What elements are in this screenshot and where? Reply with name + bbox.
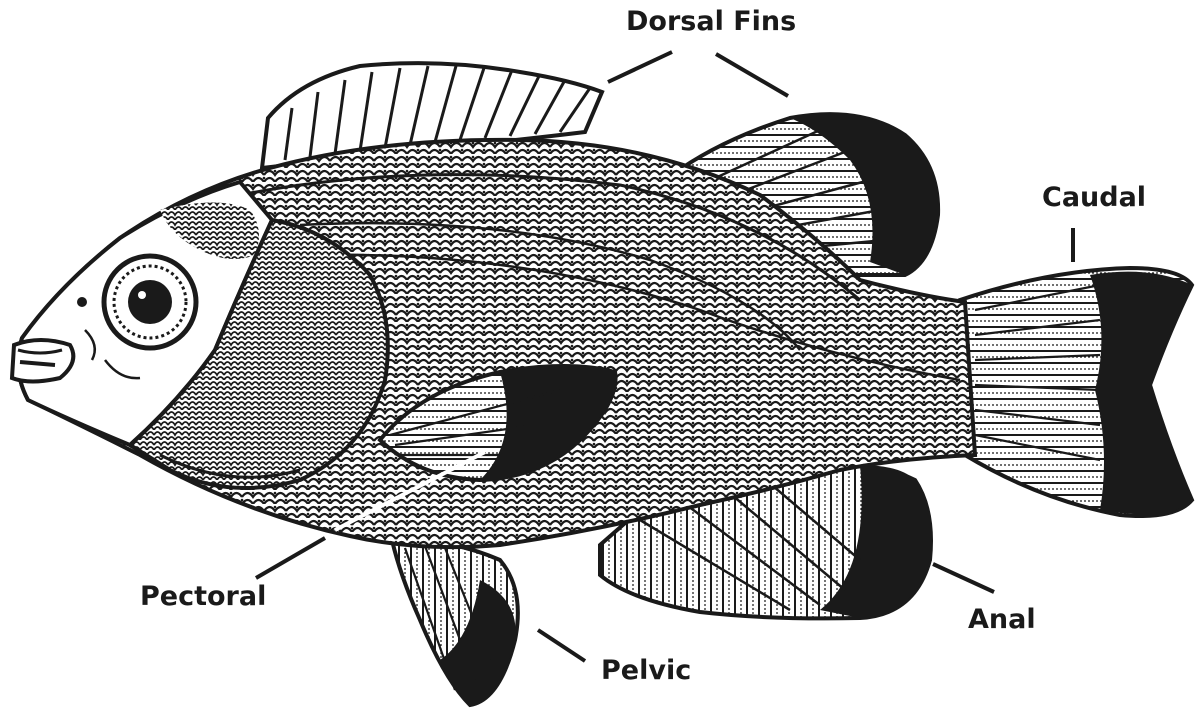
pelvic-fin bbox=[392, 540, 518, 705]
label-dorsal-fins: Dorsal Fins bbox=[626, 8, 796, 35]
leader-dorsal-spiny bbox=[608, 52, 672, 82]
leader-anal bbox=[933, 564, 994, 592]
label-anal: Anal bbox=[968, 606, 1036, 633]
label-pelvic: Pelvic bbox=[601, 657, 691, 684]
caudal-fin bbox=[960, 268, 1192, 516]
leader-pectoral bbox=[256, 538, 325, 578]
leader-pelvic bbox=[538, 630, 585, 661]
leader-dorsal-soft bbox=[716, 54, 788, 96]
label-pectoral: Pectoral bbox=[140, 583, 266, 610]
label-caudal: Caudal bbox=[1042, 184, 1146, 211]
